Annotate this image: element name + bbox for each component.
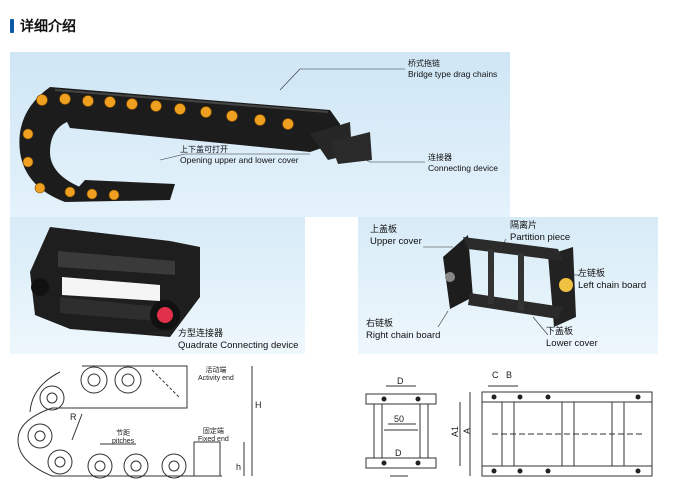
- dim-R: R: [70, 412, 77, 422]
- dim-D-top: D: [397, 376, 404, 386]
- quadrate-connector-illustration: [30, 227, 200, 337]
- header-accent-bar: [10, 19, 14, 33]
- label-upper-cover: 上盖板 Upper cover: [370, 225, 422, 247]
- label-opening-cover: 上下盖可打开 Opening upper and lower cover: [180, 145, 299, 165]
- side-view-drawing: [17, 365, 253, 479]
- dim-H: H: [255, 400, 262, 410]
- page-title: 详细介绍: [20, 19, 76, 35]
- top-view-drawing: [459, 385, 653, 477]
- dim-pitch: 节距 pitches: [112, 430, 135, 445]
- chain-link-parts-illustration: [423, 235, 580, 336]
- section-header: 详细介绍: [10, 14, 76, 38]
- bridge-chain-illustration: [19, 68, 425, 202]
- label-left-chain-board: 左链板 Left chain board: [578, 269, 647, 291]
- dim-activity-end: 活动端 Activity end: [198, 367, 234, 382]
- end-view-drawing: [365, 385, 437, 477]
- label-partition-piece: 隔离片 Partition piece: [510, 221, 571, 243]
- dim-fixed-end: 固定端 Fixed end: [198, 428, 229, 443]
- dim-h: h: [236, 462, 242, 472]
- dim-50: 50: [394, 414, 405, 424]
- dim-C: C: [492, 370, 499, 380]
- label-right-chain-board: 右链板 Right chain board: [366, 319, 441, 341]
- dim-D-bottom: D: [395, 448, 402, 458]
- label-bridge-chain: 桥式拖链 Bridge type drag chains: [408, 59, 498, 79]
- label-lower-cover: 下盖板 Lower cover: [546, 327, 598, 349]
- chain-link-parts-photo: [358, 217, 658, 354]
- label-quadrate-connector: 方型连接器 Quadrate Connecting device: [178, 329, 299, 351]
- dim-B: B: [506, 370, 513, 380]
- dim-A1: A1: [450, 426, 460, 438]
- label-connecting-device: 连接器 Connecting device: [428, 153, 498, 173]
- dim-A: A: [462, 428, 472, 435]
